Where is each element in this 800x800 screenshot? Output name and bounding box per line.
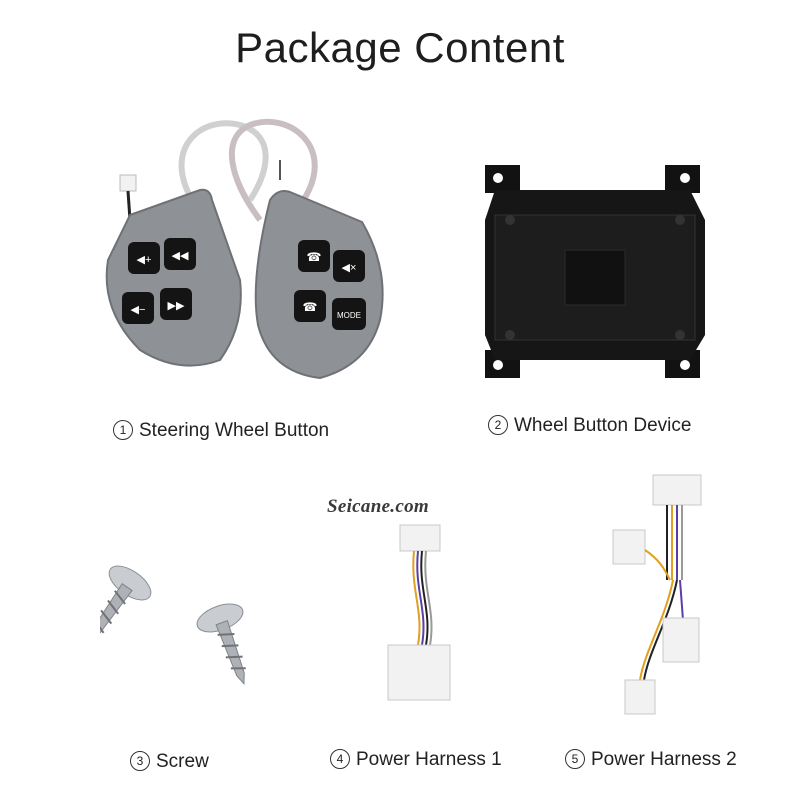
svg-text:◀+: ◀+ [137, 254, 152, 266]
page-title: Package Content [235, 24, 565, 71]
screw-image [100, 558, 270, 688]
number-badge: 2 [488, 415, 508, 435]
watermark-logo: Seicane.com [327, 496, 429, 517]
steering-wheel-button-image: ◀+ ◀◀ ◀− ▶▶ ☎ ◀× ☎ MODE [100, 110, 390, 390]
power-harness-2-image [605, 470, 725, 720]
number-badge: 1 [113, 420, 133, 440]
number-badge: 3 [130, 751, 150, 771]
power-harness-1-image [380, 520, 470, 705]
svg-text:☎: ☎ [307, 250, 322, 264]
svg-text:☎: ☎ [303, 300, 318, 314]
svg-text:▶▶: ▶▶ [168, 300, 185, 312]
number-badge: 4 [330, 749, 350, 769]
mode-key-label: MODE [337, 311, 361, 320]
svg-text:◀×: ◀× [342, 262, 357, 274]
svg-text:◀−: ◀− [131, 304, 146, 316]
wheel-button-device-image [480, 160, 710, 385]
number-badge: 5 [565, 749, 585, 769]
svg-text:◀◀: ◀◀ [172, 250, 189, 262]
